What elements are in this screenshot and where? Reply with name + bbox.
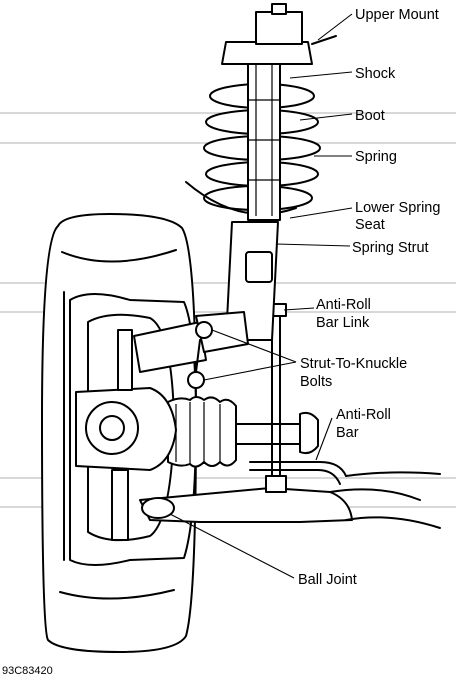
label-spring-strut: Spring Strut (352, 240, 429, 256)
shock-and-boot (247, 59, 281, 221)
lower-control-arm (139, 487, 441, 529)
label-anti-roll-bar-line1: Anti-Roll (336, 407, 391, 423)
figure-code: 93C83420 (2, 665, 53, 677)
label-upper-mount: Upper Mount (355, 7, 439, 23)
label-anti-roll-bar-link-line1: Anti-Roll (316, 297, 371, 313)
hub-knuckle (75, 321, 207, 541)
drive-shaft (167, 396, 319, 468)
label-boot: Boot (355, 108, 385, 124)
strut-body (187, 221, 279, 389)
label-lower-spring-seat-line1: Lower Spring (355, 200, 440, 216)
label-shock: Shock (355, 66, 396, 82)
label-anti-roll-bar-link-line2: Bar Link (316, 315, 370, 331)
label-anti-roll-bar-line2: Bar (336, 425, 359, 441)
label-strut-to-knuckle-bolts-line1: Strut-To-Knuckle (300, 356, 407, 372)
label-strut-to-knuckle-bolts-line2: Bolts (300, 374, 332, 390)
callout-labels: Upper Mount Shock Boot Spring Lower Spri… (2, 7, 440, 677)
upper-mount (221, 3, 337, 65)
anti-roll-bar (249, 461, 441, 485)
label-spring: Spring (355, 149, 397, 165)
leader-lines (169, 13, 353, 579)
label-ball-joint: Ball Joint (298, 572, 357, 588)
label-lower-spring-seat-line2: Seat (355, 217, 385, 233)
